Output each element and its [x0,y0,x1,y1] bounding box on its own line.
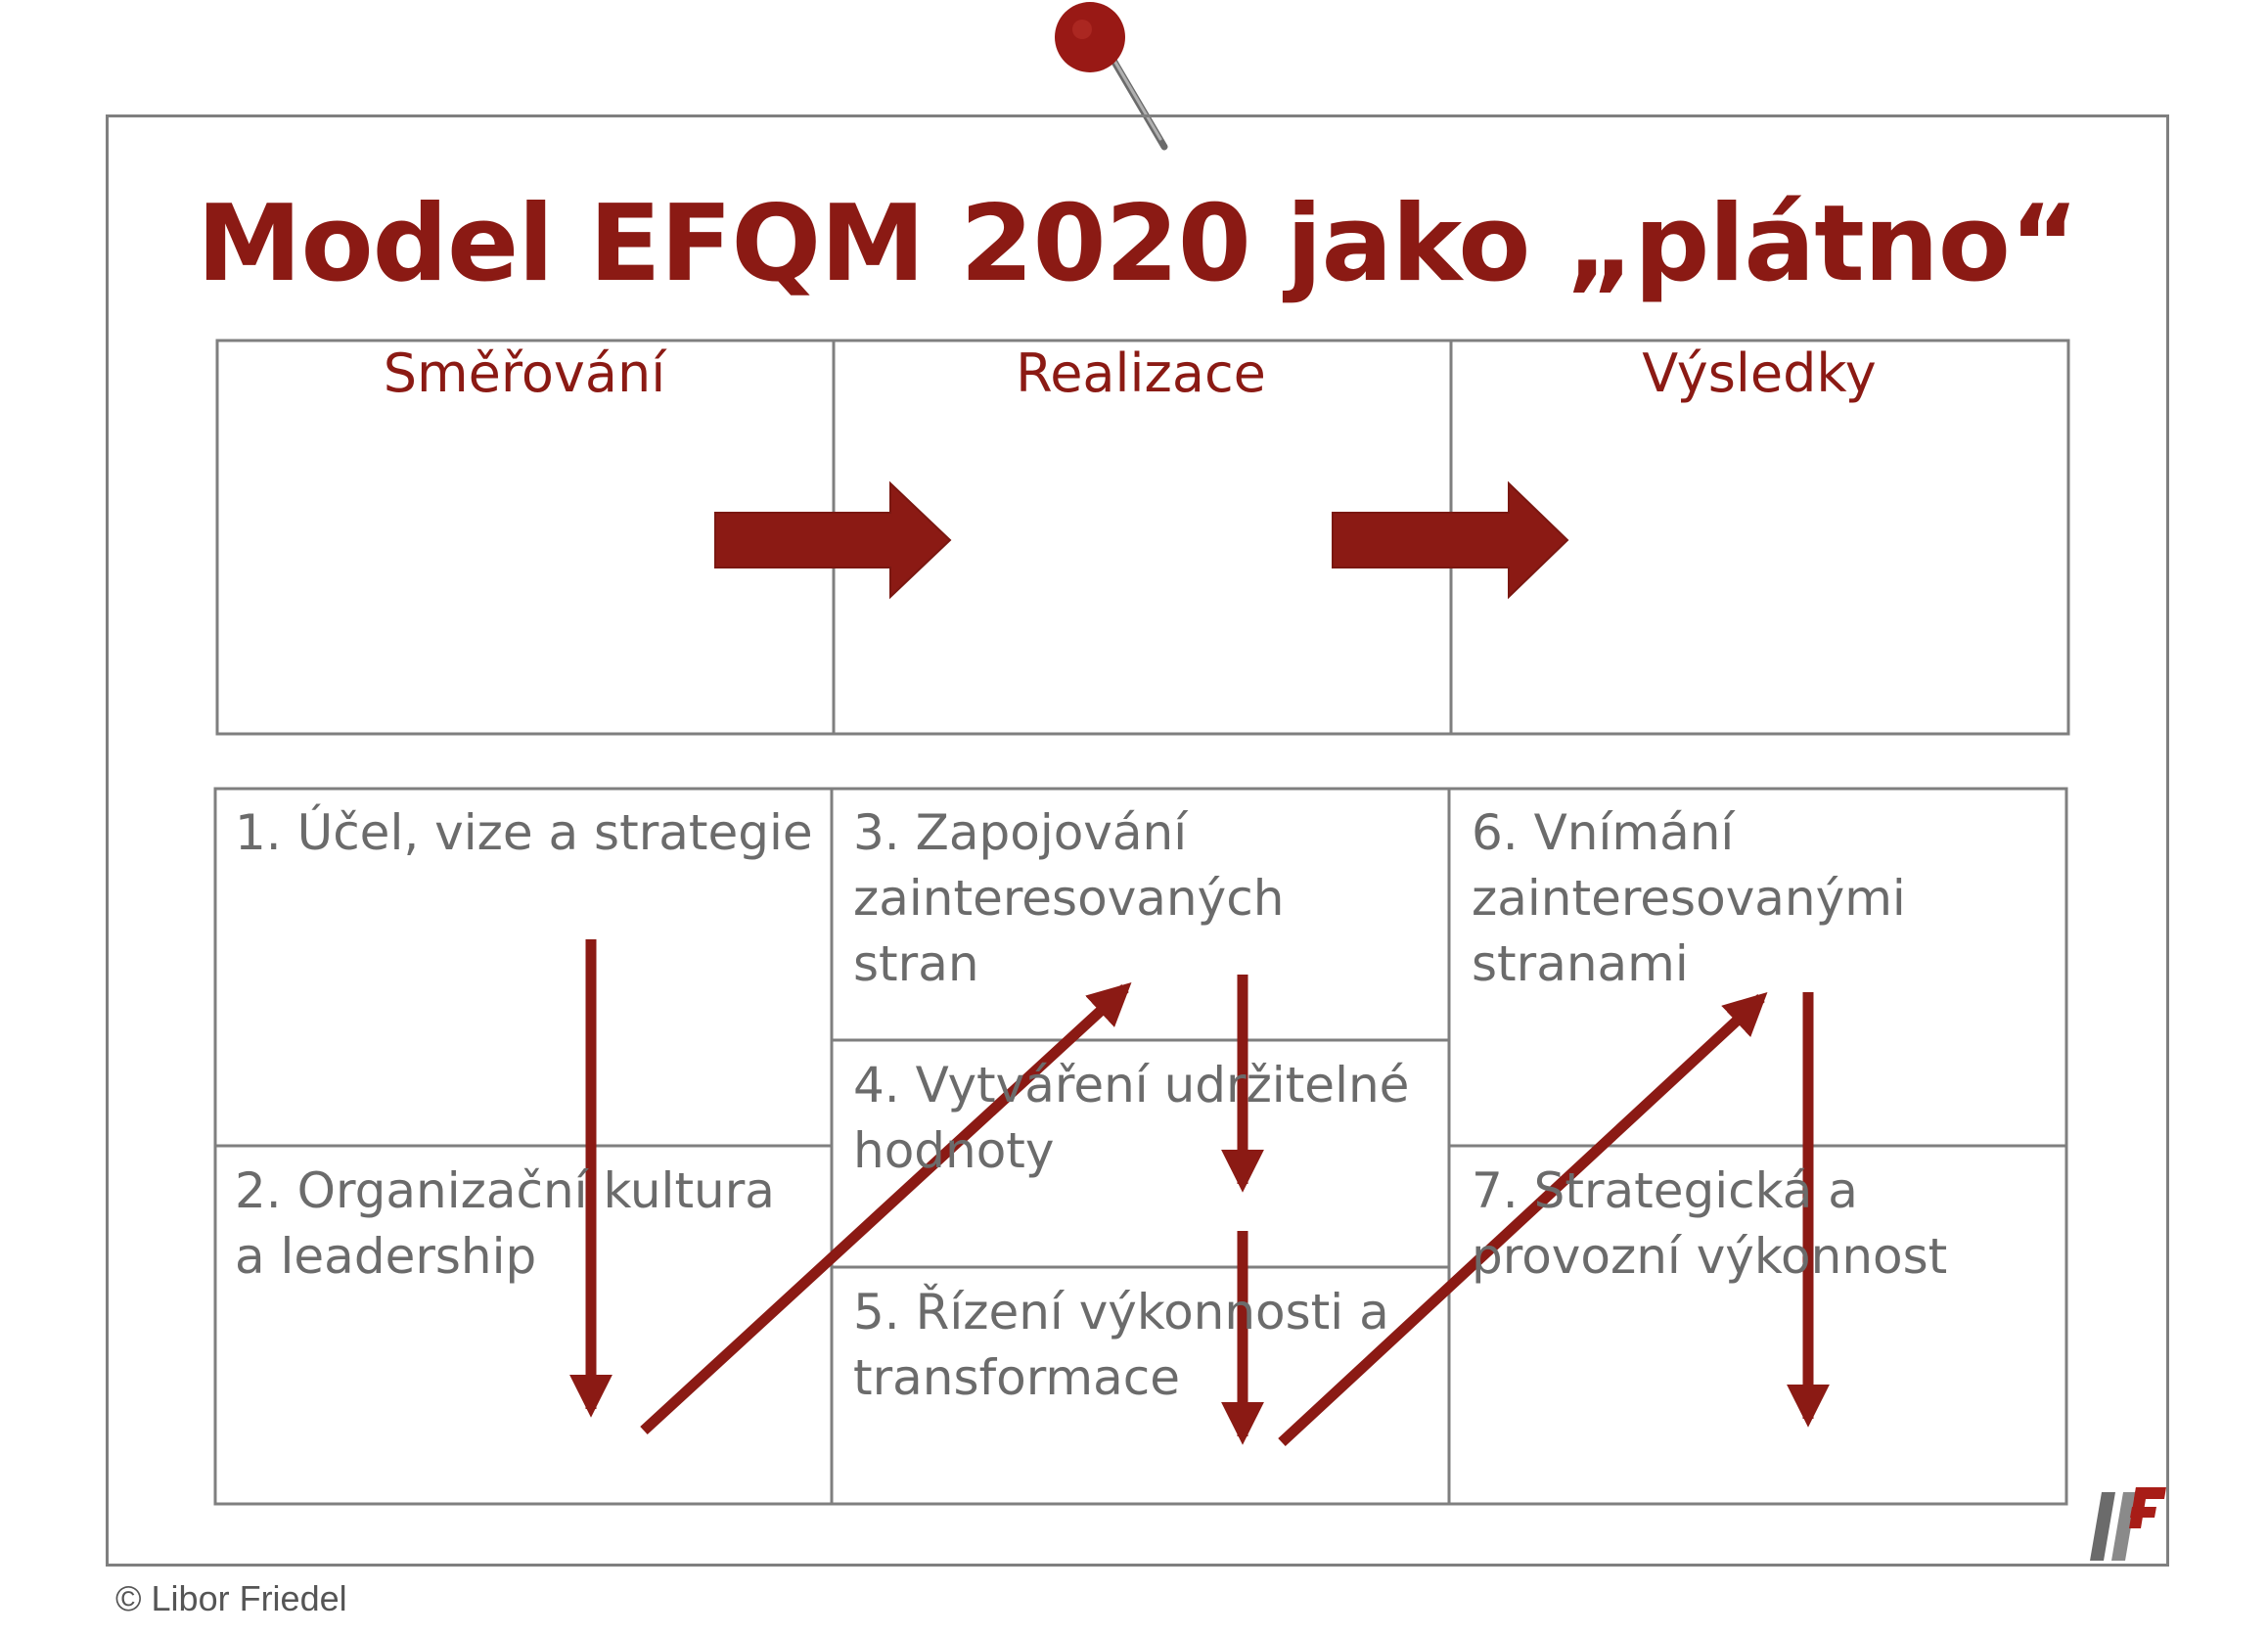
logo-icon [2090,1487,2166,1561]
seq-arrow-c5-c6 [1278,992,1768,1447]
criterion-5: 5. Řízení výkonnosti a transformace [853,1284,1389,1406]
flow-arrow-1 [714,480,952,600]
copyright-text: © Libor Friedel [115,1578,347,1618]
criterion-7: 7. Strategická a provozní výkonnost [1472,1162,1948,1285]
flow-arrow-2 [1332,480,1569,600]
criterion-2: 2. Organizační kultura a leadership [235,1162,775,1285]
criterion-4: 4. Vytváření udržitelné hodnoty [853,1057,1410,1179]
criterion-3: 3. Zapojování zainteresovaných stran [853,804,1285,992]
header-vysledky: Výsledky [1642,342,1877,404]
diagram-title: Model EFQM 2020 jako „plátno“ [197,183,2079,305]
header-smerovani: Směřování [383,342,666,404]
criterion-1: 1. Účel, vize a strategie [235,804,813,861]
header-realizace: Realizace [1016,342,1266,404]
canvas-frame [106,114,2169,1567]
section-box-top [215,339,2070,736]
seq-arrow-c2-c3 [640,982,1132,1435]
criterion-6: 6. Vnímání zainteresovanými stranami [1472,804,1906,992]
push-pin-icon [1055,2,1168,151]
